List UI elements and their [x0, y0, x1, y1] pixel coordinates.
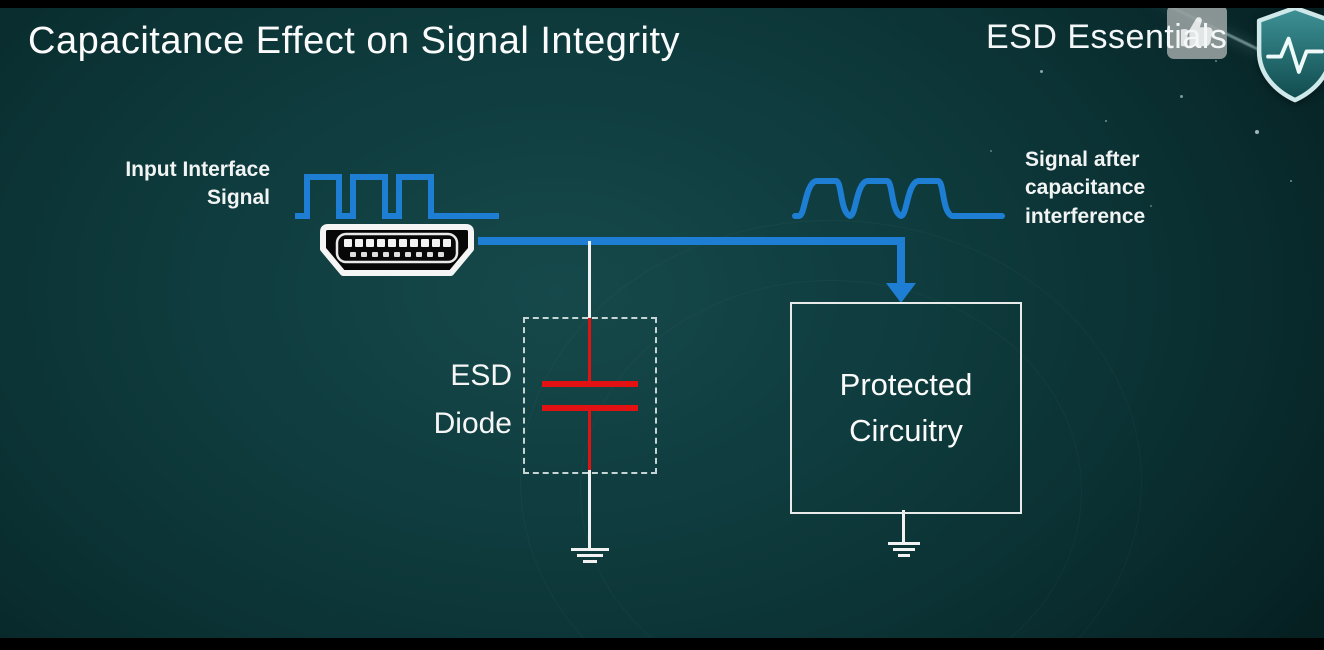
letterbox-bottom	[0, 638, 1324, 650]
particle-dot	[1290, 180, 1292, 182]
page-title: Capacitance Effect on Signal Integrity	[28, 20, 681, 62]
esd-shield-logo	[1256, 5, 1324, 103]
letterbox-top	[0, 0, 1324, 8]
ground-symbol	[893, 548, 915, 551]
particle-dot	[1040, 70, 1043, 73]
particle-dot	[1105, 120, 1107, 122]
capacitor-plate-bottom	[542, 405, 638, 411]
capacitor-lead-bottom	[588, 411, 591, 470]
signal-arrow-head	[886, 283, 916, 303]
clean-square-wave	[295, 174, 499, 219]
thumbs-up-glyph	[1180, 17, 1213, 47]
signal-bus-horizontal	[478, 237, 904, 245]
distorted-wave	[792, 178, 1005, 220]
particle-dot	[1255, 130, 1259, 134]
signal-bus-vertical	[897, 237, 905, 285]
particle-dot	[1180, 95, 1183, 98]
ground-symbol	[888, 542, 920, 545]
branch-wire-top	[588, 241, 591, 318]
esd-diode-label: ESD Diode	[433, 359, 512, 440]
particle-dot	[1215, 60, 1217, 62]
hdmi-connector-icon	[320, 224, 474, 276]
ground-symbol	[583, 560, 597, 563]
input-signal-label: Input Interface Signal	[125, 158, 270, 210]
particle-dot	[1150, 205, 1152, 207]
capacitor-lead-top	[588, 318, 591, 383]
output-signal-label: Signal after capacitance interference	[1025, 148, 1146, 228]
protected-ground-wire	[902, 510, 905, 542]
capacitor-plate-top	[542, 381, 638, 387]
protected-circuitry-box: Protected Circuitry	[790, 302, 1022, 514]
ground-symbol	[577, 554, 603, 557]
ground-symbol	[898, 554, 910, 557]
particle-dot	[990, 150, 992, 152]
branch-wire-bottom	[588, 470, 591, 548]
protected-circuitry-label: Protected Circuitry	[839, 366, 973, 449]
ground-symbol	[571, 548, 609, 551]
thumbs-up-icon	[1167, 5, 1227, 59]
brand-title: ESD Essentials	[986, 18, 1228, 56]
